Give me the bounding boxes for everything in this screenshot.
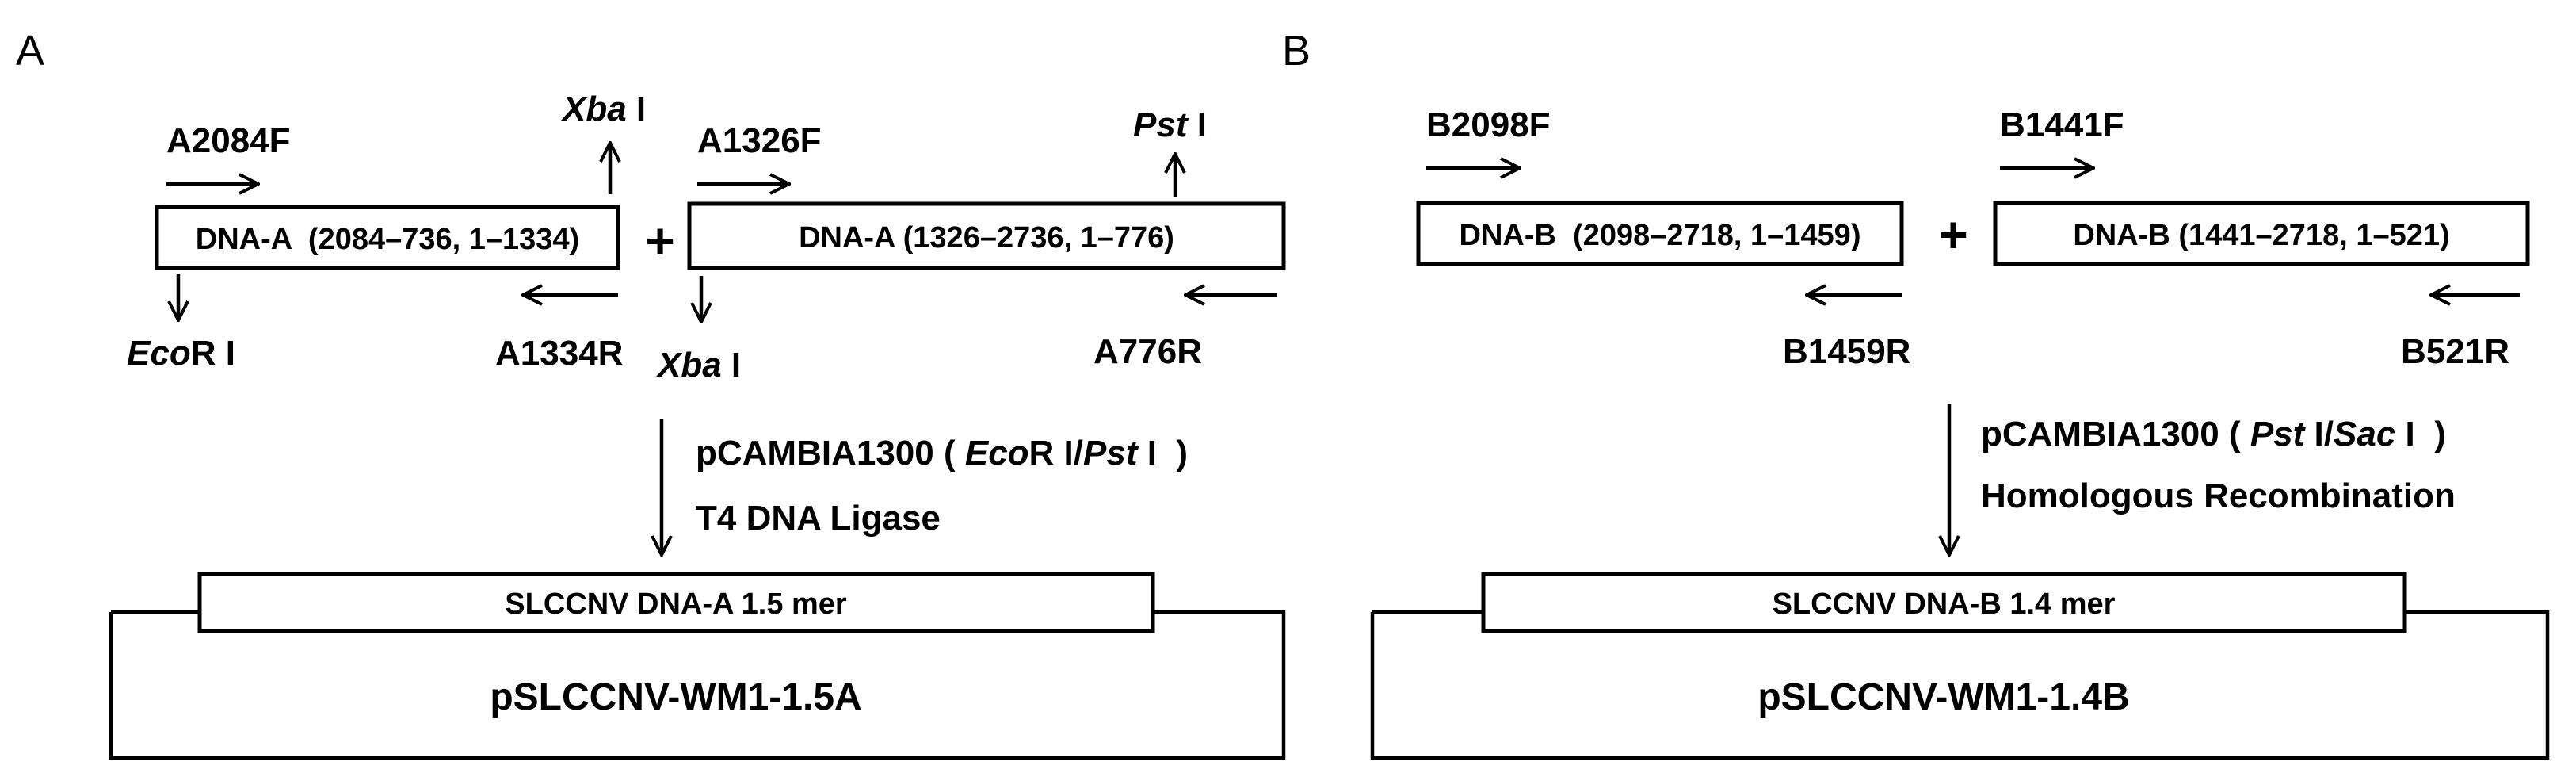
- fragment-b2-box: [1993, 201, 2530, 266]
- plasmid-a-label: pSLCCNV-WM1-1.5A: [490, 676, 861, 718]
- panel-a: A A2084F DNA-A (2084–736, 1–1334) EcoR I…: [16, 27, 1286, 760]
- xbai-bottom-label: Xba I: [655, 346, 741, 385]
- vector-a-label: pCAMBIA1300 ( EcoR I/Pst I ): [696, 434, 1188, 473]
- primer-b1459r-label: B1459R: [1783, 332, 1910, 371]
- insert-a-box: [197, 572, 1155, 633]
- primer-b1441f-label: B1441F: [2000, 105, 2124, 144]
- insert-b-box: [1481, 572, 2407, 633]
- primer-a776r-label: A776R: [1093, 332, 1202, 371]
- insert-a-label: SLCCNV DNA-A 1.5 mer: [505, 587, 847, 621]
- xbai-top-label: Xba I: [560, 90, 646, 128]
- insert-b-label: SLCCNV DNA-B 1.4 mer: [1773, 587, 2116, 621]
- primer-a1326f-label: A1326F: [697, 121, 822, 160]
- ecori-site-label: EcoR I: [127, 334, 235, 373]
- panel-b-letter: B: [1282, 27, 1311, 75]
- primer-a2084f-label: A2084F: [166, 121, 291, 160]
- fragment-a2-box: [687, 201, 1286, 270]
- plasmid-b-backbone: [1370, 610, 2550, 760]
- psti-top-label: Pst I: [1133, 105, 1207, 144]
- method-a-label: T4 DNA Ligase: [696, 499, 941, 538]
- fragment-b2-label: DNA-B (1441–2718, 1–521): [2073, 219, 2449, 252]
- primer-b521r-label: B521R: [2401, 332, 2509, 371]
- plus-sign-b: +: [1938, 206, 1967, 263]
- plasmid-a-backbone: [109, 610, 1286, 760]
- primer-b2098f-label: B2098F: [1426, 105, 1551, 144]
- panel-b: B B2098F DNA-B (2098–2718, 1–1459) + B14…: [1282, 27, 2550, 760]
- fragment-b1-label: DNA-B (2098–2718, 1–1459): [1460, 219, 1861, 252]
- fragment-b1-box: [1416, 201, 1904, 266]
- fragment-a1-label: DNA-A (2084–736, 1–1334): [196, 223, 579, 256]
- vector-b-label: pCAMBIA1300 ( Pst I/Sac I ): [1981, 415, 2446, 453]
- method-b-label: Homologous Recombination: [1981, 476, 2456, 515]
- fragment-a1-box: [155, 205, 620, 270]
- fragment-a2-label: DNA-A (1326–2736, 1–776): [799, 221, 1174, 254]
- primer-a1334r-label: A1334R: [495, 334, 623, 373]
- panel-a-letter: A: [16, 27, 44, 75]
- plus-sign-a: +: [645, 212, 674, 270]
- plasmid-b-label: pSLCCNV-WM1-1.4B: [1757, 676, 2129, 718]
